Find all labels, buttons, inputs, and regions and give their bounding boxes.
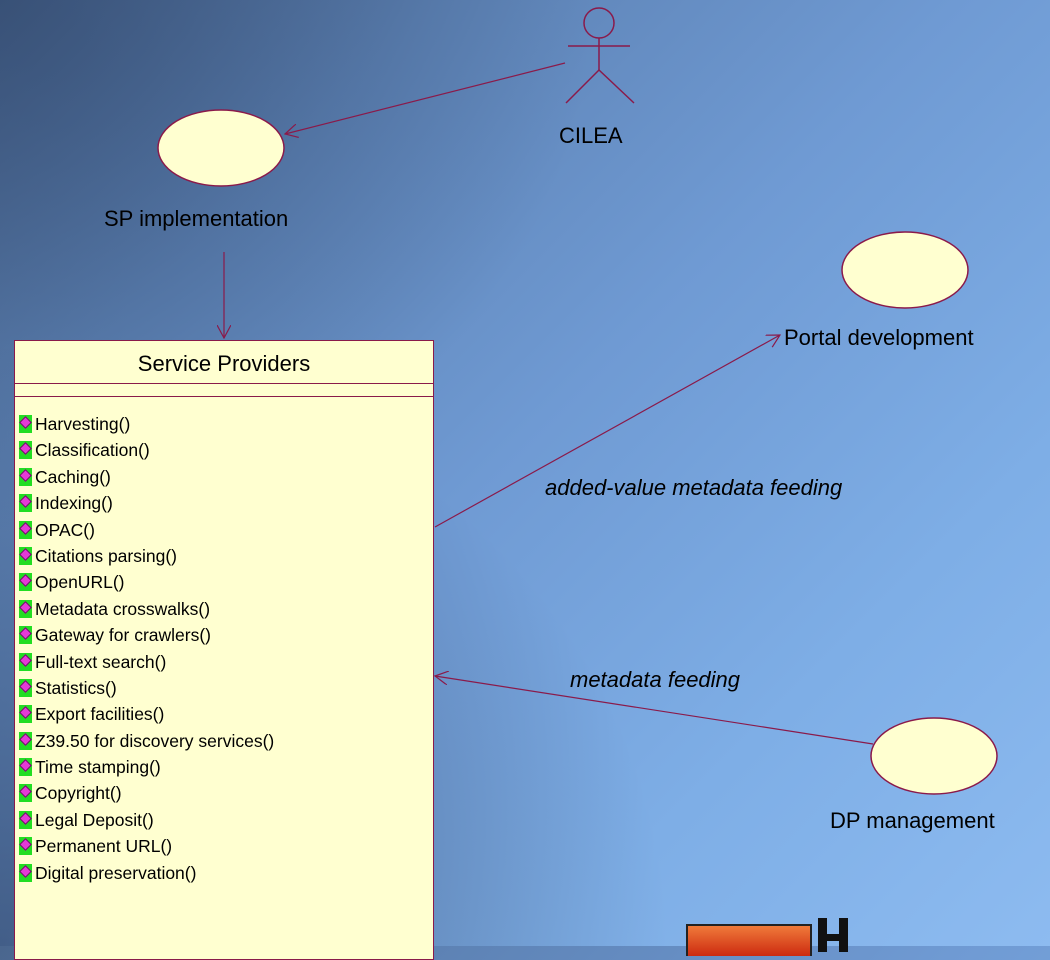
logo-red-block bbox=[686, 924, 812, 956]
class-operation[interactable]: Caching() bbox=[19, 464, 433, 490]
operation-icon bbox=[19, 652, 32, 671]
use-case-dp-management[interactable] bbox=[870, 717, 998, 795]
class-operation[interactable]: Metadata crosswalks() bbox=[19, 596, 433, 622]
added-value-feeding-label: added-value metadata feeding bbox=[545, 475, 843, 500]
operation-icon bbox=[19, 810, 32, 829]
class-operation[interactable]: Time stamping() bbox=[19, 754, 433, 780]
operation-icon bbox=[19, 678, 32, 697]
class-operation[interactable]: Classification() bbox=[19, 437, 433, 463]
class-operation[interactable]: OpenURL() bbox=[19, 569, 433, 595]
logo-glyph bbox=[818, 918, 848, 952]
class-operation[interactable]: Permanent URL() bbox=[19, 833, 433, 859]
class-operation[interactable]: Citations parsing() bbox=[19, 543, 433, 569]
operation-icon bbox=[19, 546, 32, 565]
operation-icon bbox=[19, 626, 32, 645]
metadata-feeding-label: metadata feeding bbox=[570, 667, 741, 692]
actor-label: CILEA bbox=[559, 123, 623, 148]
arrow-added-value-feeding bbox=[434, 335, 780, 528]
operation-icon bbox=[19, 758, 32, 777]
class-operation[interactable]: Digital preservation() bbox=[19, 860, 433, 886]
class-attributes-compartment bbox=[15, 384, 433, 397]
portal-development-label: Portal development bbox=[784, 325, 974, 350]
service-providers-class[interactable]: Service Providers Harvesting() Classific… bbox=[14, 340, 434, 960]
operation-icon bbox=[19, 599, 32, 618]
class-operation[interactable]: Harvesting() bbox=[19, 411, 433, 437]
use-case-sp-implementation[interactable] bbox=[157, 109, 285, 187]
use-case-portal-development[interactable] bbox=[841, 231, 969, 309]
operation-icon bbox=[19, 494, 32, 513]
class-operations-list: Harvesting() Classification() Caching() … bbox=[15, 397, 433, 886]
operation-icon bbox=[19, 837, 32, 856]
class-operation[interactable]: Legal Deposit() bbox=[19, 807, 433, 833]
class-operation[interactable]: Gateway for crawlers() bbox=[19, 622, 433, 648]
dp-management-label: DP management bbox=[830, 808, 995, 833]
operation-icon bbox=[19, 415, 32, 433]
logo bbox=[686, 906, 1050, 956]
operation-icon bbox=[19, 863, 32, 882]
operation-icon bbox=[19, 467, 32, 486]
class-operation[interactable]: OPAC() bbox=[19, 517, 433, 543]
operation-icon bbox=[19, 784, 32, 803]
class-operation[interactable]: Indexing() bbox=[19, 490, 433, 516]
class-name: Service Providers bbox=[15, 341, 433, 384]
actor-stick-figure-icon[interactable] bbox=[565, 7, 635, 104]
operation-icon bbox=[19, 705, 32, 724]
class-operation[interactable]: Copyright() bbox=[19, 780, 433, 806]
operation-icon bbox=[19, 520, 32, 539]
operation-icon bbox=[19, 441, 32, 460]
operation-icon bbox=[19, 573, 32, 592]
class-operation[interactable]: Export facilities() bbox=[19, 701, 433, 727]
operation-icon bbox=[19, 731, 32, 750]
sp-implementation-label: SP implementation bbox=[104, 206, 289, 231]
class-operation[interactable]: Statistics() bbox=[19, 675, 433, 701]
class-operation[interactable]: Z39.50 for discovery services() bbox=[19, 728, 433, 754]
arrow-metadata-feeding bbox=[435, 676, 874, 745]
class-operation[interactable]: Full-text search() bbox=[19, 649, 433, 675]
arrow-cilea-to-sp-implementation bbox=[285, 62, 566, 134]
